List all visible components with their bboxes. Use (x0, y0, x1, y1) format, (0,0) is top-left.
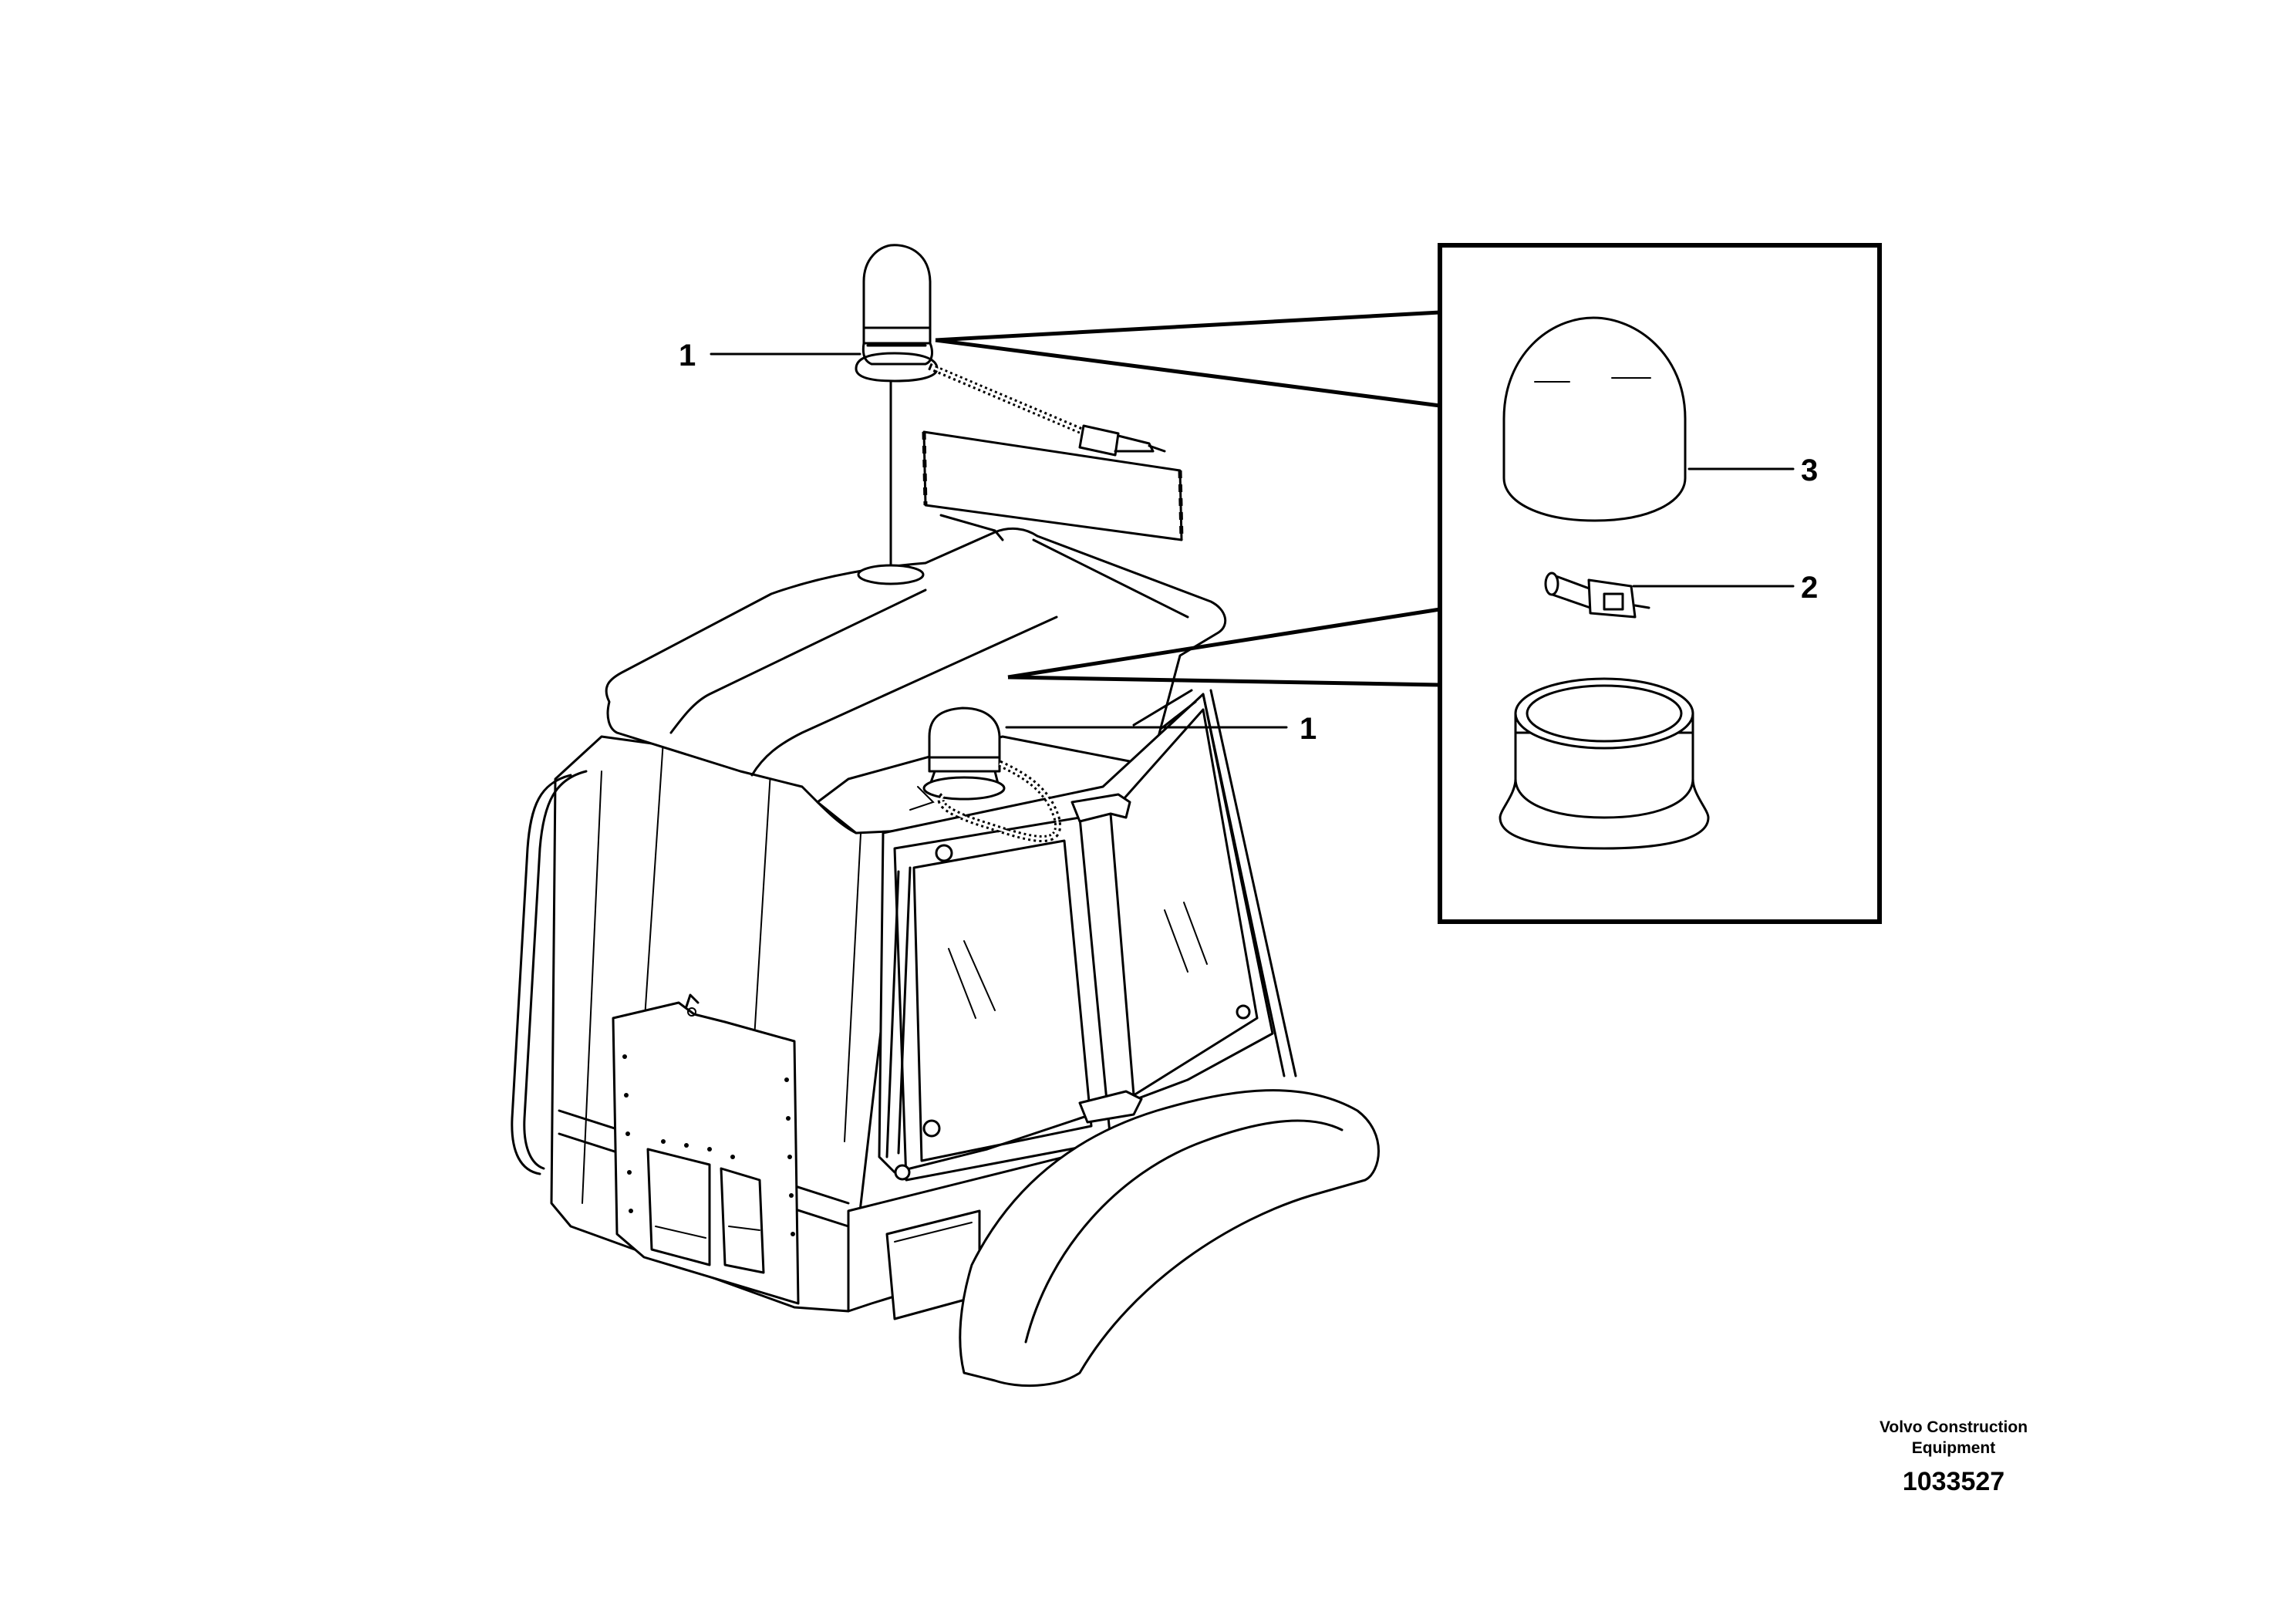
callout-leaders (710, 352, 1288, 729)
beacon-front-installed (922, 689, 1197, 842)
callout-2: 2 (1801, 571, 1818, 605)
callout-3: 3 (1801, 454, 1818, 487)
callout-1-front: 1 (1300, 712, 1317, 746)
callout-1-top: 1 (679, 339, 696, 373)
detail-box (935, 243, 1882, 924)
beacon-top-exploded (855, 244, 1184, 585)
cab-illustration (511, 527, 1380, 1387)
decal-dashed-plate (922, 430, 1184, 541)
dome-part (1502, 316, 1687, 522)
publisher-line-1: Volvo Construction (1880, 1418, 2028, 1436)
bulb-part (1544, 572, 1650, 619)
illustration-number: 1033527 (1903, 1467, 2004, 1496)
fastener-dots (622, 1054, 795, 1236)
publisher-line-2: Equipment (1912, 1439, 1996, 1457)
beacon-base-part (1499, 677, 1710, 850)
